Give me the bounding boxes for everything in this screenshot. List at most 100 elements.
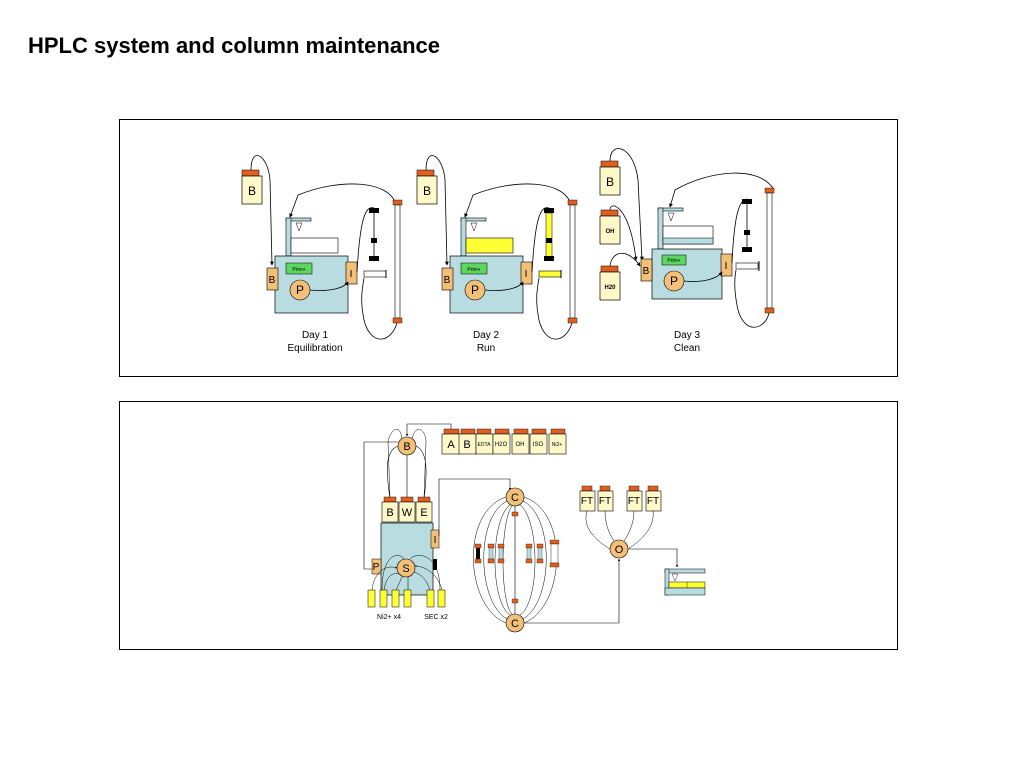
valve-line — [415, 445, 427, 500]
fraction-bottle — [626, 490, 643, 512]
reservoir-bottle — [529, 433, 548, 455]
step-label: Clean — [674, 343, 700, 354]
column-top-cap — [392, 199, 403, 206]
water-line — [609, 252, 641, 267]
system-schematic-diagram: A B EDTA H2O OH ISO Ni2+ B B W — [363, 423, 706, 633]
fraction-bottle-label: FT — [647, 496, 659, 507]
buffer-valve-label: B — [444, 275, 451, 286]
bottle-cap — [416, 169, 435, 177]
day-label: Day 3 — [674, 330, 701, 341]
sample-tube — [391, 589, 400, 608]
injector-to-filter — [356, 207, 375, 273]
pump-valve — [371, 558, 382, 575]
bottle-cap — [600, 265, 619, 273]
reservoir-bottle — [492, 433, 511, 455]
injector-valve — [345, 261, 358, 285]
buffer-valve — [640, 258, 653, 282]
inline-filter — [433, 559, 437, 570]
reservoir-label: Ni2+ — [552, 442, 563, 448]
reservoir-label: OH — [516, 442, 525, 448]
filter-element — [371, 238, 377, 243]
buffer-bottle — [241, 175, 263, 205]
oh-bottle — [599, 215, 621, 245]
column-cap — [511, 598, 519, 604]
step-label: Run — [477, 343, 495, 354]
bottle-cap — [600, 209, 619, 217]
bottle-cap — [241, 169, 260, 177]
sample-line — [413, 571, 431, 591]
filter-element — [744, 230, 750, 235]
inlet-bottle — [398, 501, 416, 523]
column-body — [569, 204, 576, 319]
column-to-outlet-line — [524, 558, 621, 624]
reservoir-label: ISO — [533, 442, 544, 448]
loop-holder — [735, 262, 759, 270]
fraction-bottle-label: FT — [599, 496, 611, 507]
filter-top-cap — [369, 208, 379, 213]
needle-icon — [671, 573, 679, 582]
oh-bottle-label: OH — [606, 229, 615, 235]
sample-tube — [367, 589, 376, 608]
injector-valve — [720, 253, 733, 277]
reservoir-row: A B EDTA H2O OH ISO Ni2+ — [441, 428, 567, 455]
sample-line — [371, 566, 398, 591]
fraction-bottles: FT FT FT FT — [579, 485, 662, 512]
loop-holder-loaded — [538, 270, 562, 278]
filter-bottom-cap — [369, 256, 379, 261]
autosampler-post — [460, 217, 467, 257]
buffer-bottle-label: B — [606, 175, 614, 189]
filter-bottom-cap — [544, 256, 554, 261]
pump-to-injector — [484, 281, 524, 291]
column-selector-bottom-label: C — [511, 618, 519, 630]
column-outlet-line — [536, 277, 573, 340]
fraction-line — [627, 510, 654, 550]
pump-to-injector — [683, 271, 723, 282]
display-screen — [285, 262, 313, 275]
buffer-selector-label: B — [403, 441, 410, 453]
column-top-cap — [567, 199, 578, 206]
column-outlet-line — [734, 269, 770, 328]
injector-label: I — [725, 261, 728, 272]
fraction-bottle-label: FT — [581, 496, 593, 507]
filter-body-loaded — [545, 212, 553, 258]
column-body — [766, 192, 773, 309]
needle-icon — [295, 222, 303, 232]
day-2-setup: B Prim+ P B I Day 2 Run — [416, 155, 578, 354]
needle-icon — [667, 212, 675, 222]
sample-valve-label: S — [402, 563, 409, 575]
inlet-bottle-label: E — [420, 507, 427, 519]
injector-valve — [520, 261, 533, 285]
display-label: Prim+ — [667, 258, 680, 264]
reservoir-bottle — [511, 433, 530, 455]
fraction-bottle — [645, 490, 662, 512]
injector-to-filter — [531, 207, 550, 273]
injector-to-column-line — [438, 478, 512, 536]
daily-workflow-panel: B Prim+ P B I Day 1 Equilibrati — [119, 119, 898, 377]
column-selector-top-label: C — [511, 492, 519, 504]
sample-group-label: SEC x2 — [424, 614, 448, 621]
inlet-bottle-label: B — [386, 507, 393, 519]
sample-line — [381, 555, 405, 591]
display-label: Prim+ — [467, 267, 480, 273]
sample-group-label: Ni2+ x4 — [377, 614, 401, 621]
display-label: Prim+ — [292, 267, 305, 273]
buffer-bottle-label: B — [423, 184, 431, 198]
bottle-cap — [600, 160, 619, 168]
column-cap — [511, 511, 519, 517]
buffer-line — [250, 155, 274, 266]
day-3-setup: B OH H20 Prim+ P B I — [599, 148, 775, 354]
autosampler-post — [657, 207, 664, 250]
buffer-bottle — [599, 166, 621, 196]
sample-tube — [437, 589, 446, 608]
buffer-line — [609, 148, 644, 261]
column-rack — [474, 539, 560, 568]
inlet-bottle — [415, 501, 433, 523]
filter-element — [546, 238, 552, 243]
sample-line — [409, 555, 441, 591]
pump-to-injector — [309, 281, 349, 291]
fraction-bottle-label: FT — [628, 496, 640, 507]
display-screen — [661, 254, 687, 266]
oh-line — [609, 205, 638, 261]
collector-line — [628, 548, 679, 568]
fraction-line — [585, 510, 611, 550]
